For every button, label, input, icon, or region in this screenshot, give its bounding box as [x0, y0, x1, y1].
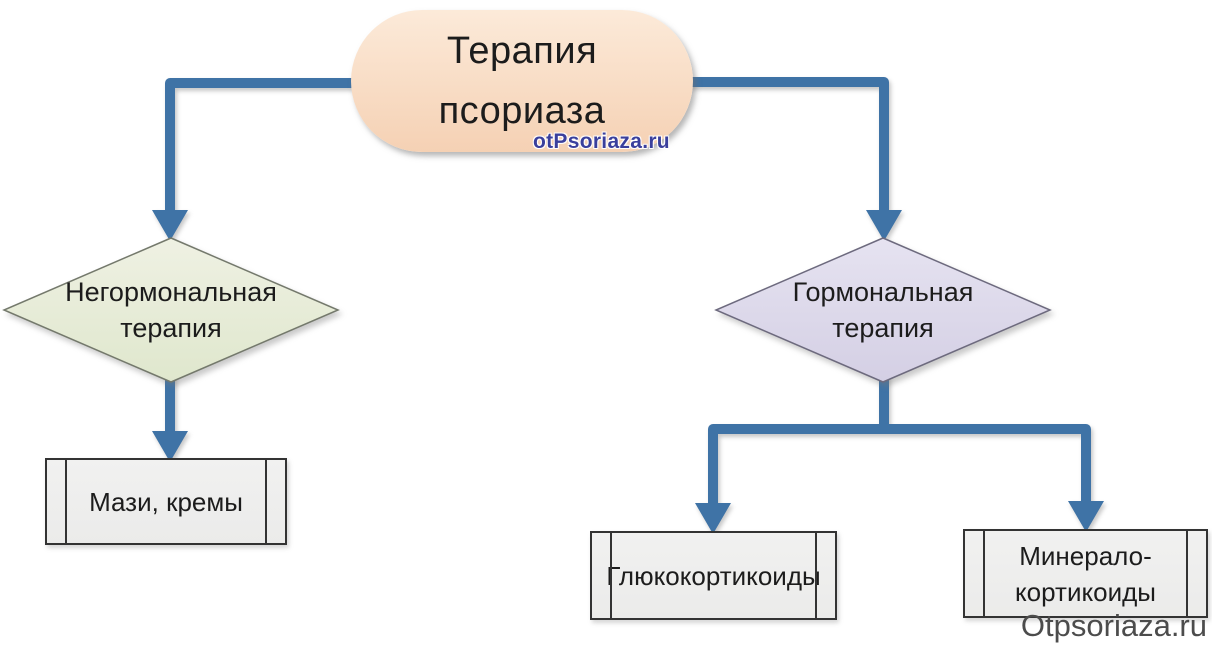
node-mineralocorticoids-line1: Минерало- — [1019, 540, 1152, 571]
connector-hormonal-branches — [708, 424, 1091, 511]
node-therapy-root-line2: псориаза — [438, 90, 606, 132]
arrowhead-glucocorticoids — [695, 503, 731, 534]
node-hormonal-label: Гормональная терапия — [714, 236, 1052, 384]
node-nonhormonal-label: Негормональная терапия — [2, 236, 340, 384]
node-ointments-creams: Мази, кремы — [45, 458, 287, 545]
arrowhead-ointments — [152, 431, 188, 462]
node-hormonal-line1: Гормональная — [792, 277, 974, 307]
watermark-site-top: otPsoriaza.ru — [533, 130, 670, 153]
node-therapy-root: Терапия псориаза — [351, 10, 693, 152]
diamond-shape-purple — [714, 237, 1052, 383]
diamond-shape-green — [2, 237, 340, 383]
node-mineralocorticoids-line2: кортикоиды — [1015, 576, 1156, 607]
arrowhead-mineralocorticoids — [1068, 501, 1104, 532]
node-ointments-label: Мази, кремы — [89, 486, 243, 517]
connector-root-to-nonhormonal — [165, 78, 357, 219]
watermark-site-bottom: Otpsoriaza.ru — [1020, 608, 1207, 643]
connector-root-to-hormonal — [687, 77, 889, 219]
node-glucocorticoids-label: Глюкокортикоиды — [606, 560, 821, 591]
node-nonhormonal-line2: терапия — [120, 313, 222, 343]
node-therapy-root-line1: Терапия — [446, 30, 598, 72]
node-nonhormonal-therapy: Негормональная терапия — [2, 236, 340, 384]
node-mineralocorticoids: Минерало- кортикоиды — [963, 529, 1208, 618]
arrowhead-hormonal — [866, 210, 902, 241]
node-hormonal-line2: терапия — [832, 313, 934, 343]
arrowhead-nonhormonal — [152, 210, 188, 241]
node-glucocorticoids: Глюкокортикоиды — [590, 531, 837, 620]
node-nonhormonal-line1: Негормональная — [65, 277, 277, 307]
node-hormonal-therapy: Гормональная терапия — [714, 236, 1052, 384]
